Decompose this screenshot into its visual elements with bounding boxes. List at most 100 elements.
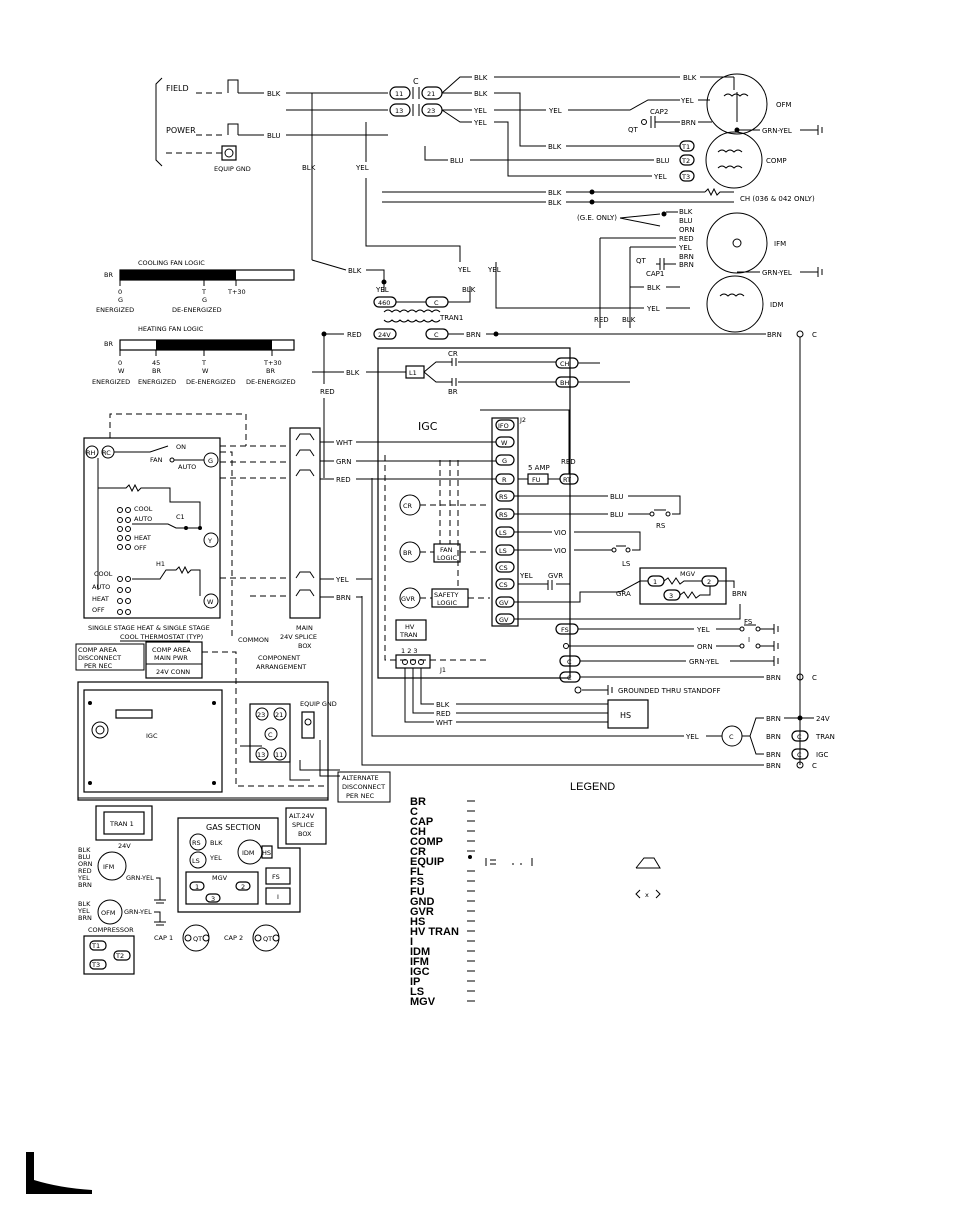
ca-blk: BLK	[210, 839, 223, 847]
power-label: POWER	[166, 126, 196, 135]
ca-equip: EQUIP GND	[300, 700, 337, 708]
wire-blu-ifm: BLU	[679, 217, 692, 225]
disc-1: COMP AREA	[78, 646, 117, 654]
igc-right-devices: BLU BLU RS VIO VIO LS MGV 1 2 3 GRA BRN …	[514, 493, 817, 729]
wire-brn-splice: BRN	[336, 594, 351, 602]
i-label: I	[748, 636, 750, 644]
legend-item: GND	[410, 896, 435, 908]
igc-terminal-r: R	[502, 476, 507, 484]
cap1-label: CAP1	[646, 270, 664, 278]
wire-vio-ls2: VIO	[554, 547, 567, 555]
igc-c-terminal-1: C	[567, 658, 572, 666]
legend-item: C	[410, 806, 418, 818]
ca-compressor: COMPRESSOR	[88, 926, 134, 934]
legend-item: FS	[410, 876, 424, 888]
igc-l1: L1	[409, 369, 417, 377]
ca-ofm-grnyel: GRN-YEL	[124, 908, 152, 916]
ca-ifm-grnyel: GRN-YEL	[126, 874, 154, 882]
legend-item: IFM	[410, 956, 429, 968]
ca-i: I	[277, 893, 279, 901]
ca-ls: LS	[192, 857, 200, 865]
tran1-c-primary: C	[434, 299, 439, 307]
contactor-terminal-13: 13	[395, 107, 403, 115]
thermostat-auto-2: AUTO	[92, 583, 110, 591]
idm-label: IDM	[770, 301, 784, 309]
wire-red-24v: RED	[347, 331, 362, 339]
heating-state-4: DE-ENERGIZED	[246, 378, 296, 386]
igc-fan-logic-2: LOGIC	[437, 554, 457, 562]
wire-brn-c: BRN	[767, 331, 782, 339]
ca-cap1: CAP 1	[154, 934, 173, 942]
wire-brn-cap1: BRN	[679, 261, 694, 269]
ca-ifm-orn: ORN	[78, 860, 93, 868]
heating-sub-3: W	[202, 367, 209, 375]
wire-blk-vert: BLK	[302, 164, 316, 172]
g-terminal: G	[208, 457, 213, 465]
wire-blk-field: BLK	[267, 90, 281, 98]
wire-blk-2: BLK	[683, 74, 697, 82]
ca-alt-3: PER NEC	[346, 792, 375, 800]
igc-terminal-rs2: RS	[499, 511, 508, 519]
ifm-label: IFM	[774, 240, 786, 248]
ca-t3: T3	[91, 961, 100, 969]
ca-mgv: MGV	[212, 874, 228, 882]
heating-state-1: ENERGIZED	[92, 378, 130, 386]
wire-blk-ifm: BLK	[679, 208, 693, 216]
cooling-tick-t30: T+30	[227, 288, 246, 296]
cooling-state-1: ENERGIZED	[96, 306, 134, 314]
igc-board: IGC J2 BLK L1 CR BR CH BH RED BLK IFO W …	[312, 316, 636, 727]
thermostat-heat: HEAT	[134, 534, 151, 542]
thermostat-caption-2: COOL THERMOSTAT (TYP)	[120, 633, 203, 641]
wire-blu-rs1: BLU	[610, 493, 623, 501]
wire-yel-cs: YEL	[519, 572, 533, 580]
ca-alt-1: ALTERNATE	[342, 774, 379, 782]
mgv-label: MGV	[680, 570, 696, 578]
wire-blk-idm: BLK	[647, 284, 661, 292]
tran1-c-secondary: C	[434, 331, 439, 339]
igc-br-relay: BR	[403, 549, 412, 557]
thermostat-heat-2: HEAT	[92, 595, 109, 603]
wire-brn-tran-r: BRN	[766, 733, 781, 741]
ca-c: C	[268, 731, 273, 739]
heating-state-2: ENERGIZED	[138, 378, 176, 386]
ca-altbox-1: ALT.24V	[289, 812, 315, 820]
igc-terminal-ifo: IFO	[498, 422, 509, 430]
disc-2: DISCONNECT	[78, 654, 121, 662]
qt-label-1: QT	[636, 257, 647, 265]
heating-tick-t: T	[201, 359, 206, 367]
legend-item: FL	[410, 866, 424, 878]
ca-idm: IDM	[242, 849, 255, 857]
wire-gra-mgv: GRA	[616, 590, 631, 598]
component-arrangement: COMPONENT ARRANGEMENT COMP AREA MAIN PWR…	[75, 641, 391, 975]
legend-item: CH	[410, 826, 426, 838]
igc-fan-logic-1: FAN	[440, 546, 453, 554]
igc-br-contact: BR	[448, 388, 458, 396]
wire-vio-ls1: VIO	[554, 529, 567, 537]
wire-blk-ch1: BLK	[548, 189, 562, 197]
tran-24v-right: YEL C BRN 24V BRN C TRAN BRN C IGC BRN C	[361, 478, 835, 770]
legend-item: CR	[410, 846, 426, 858]
contactor-terminal-21: 21	[427, 90, 435, 98]
igc-5amp: 5 AMP	[528, 464, 550, 472]
wire-yel-4: YEL	[473, 119, 487, 127]
contactor-terminal-23: 23	[427, 107, 435, 115]
c-tran-term: C	[797, 733, 802, 741]
ca-23: 23	[257, 711, 265, 719]
wire-blk-1: BLK	[474, 74, 488, 82]
rs-label: RS	[656, 522, 666, 530]
wire-yel-vert: YEL	[355, 164, 369, 172]
ca-ofm-yel: YEL	[77, 907, 90, 915]
wire-yel-2: YEL	[548, 107, 562, 115]
wire-red-vert: RED	[320, 388, 335, 396]
thermostat-fan: FAN	[150, 456, 163, 464]
legend-item: I	[410, 936, 413, 948]
igc-safety-logic-1: SAFETY	[434, 591, 459, 599]
c-label-top: C	[812, 331, 817, 339]
igc-hv-tran-2: TRAN	[399, 631, 418, 639]
tran1-transformer: BLK YEL 460 C YEL YEL BLK TRAN1 RED 24V …	[311, 259, 817, 765]
ca-gas-section: GAS SECTION	[206, 823, 261, 832]
cooling-fan-logic-title: COOLING FAN LOGIC	[138, 259, 205, 267]
splice-box: BOX	[298, 642, 312, 650]
wire-grn-yel-ifm: GRN-YEL	[762, 269, 792, 277]
